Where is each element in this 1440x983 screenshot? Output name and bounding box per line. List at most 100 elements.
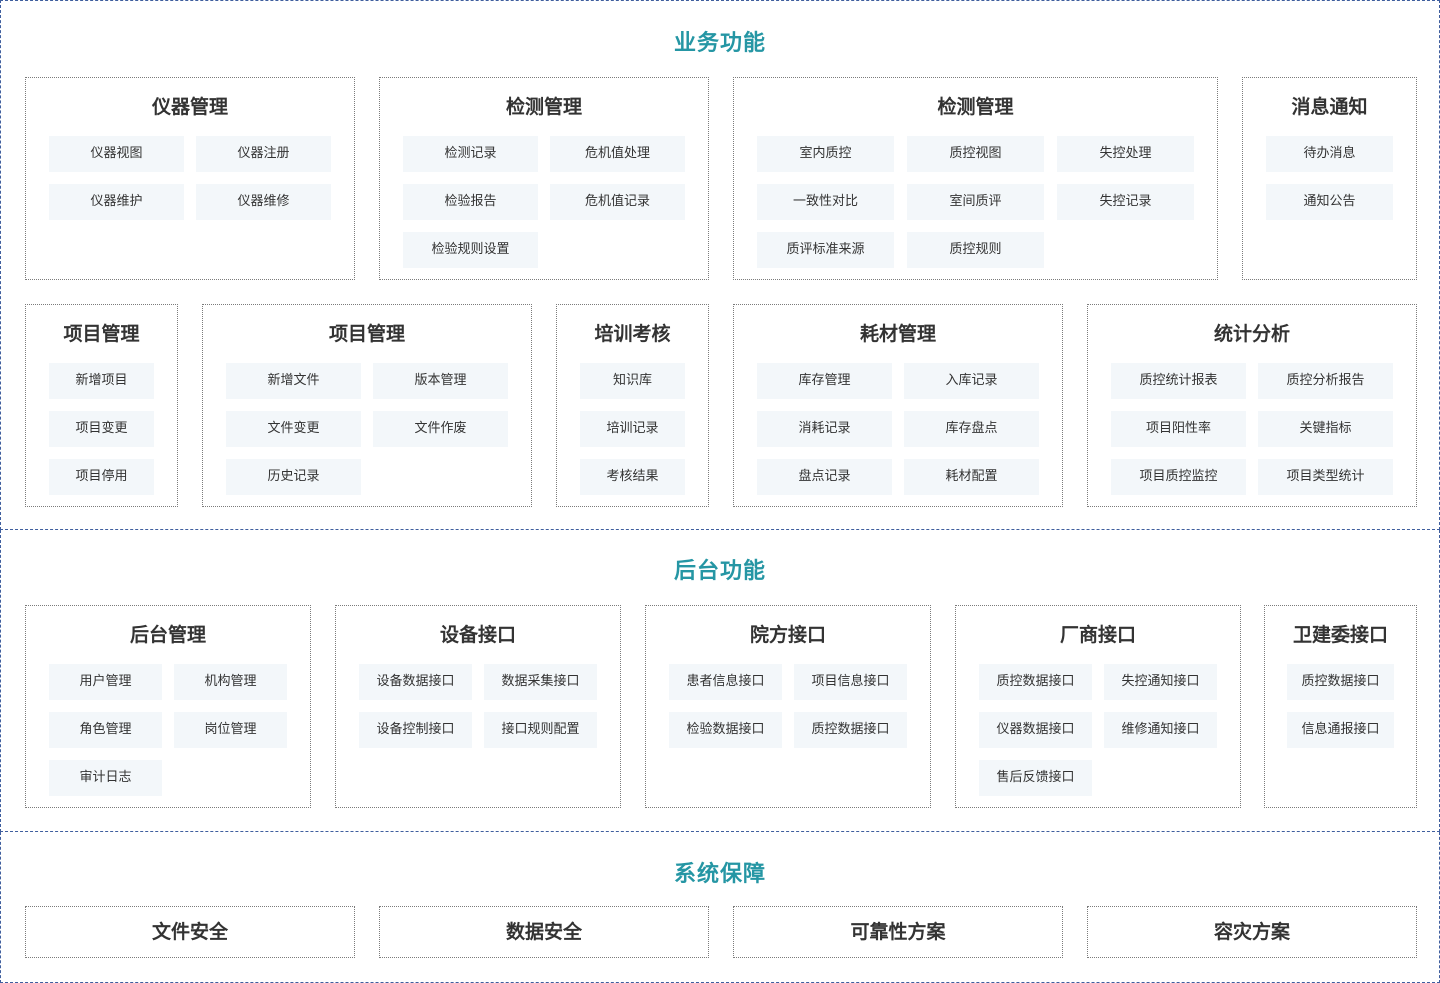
item-out-of-control-record[interactable]: 失控记录	[1057, 184, 1194, 220]
item-instrument-maintain[interactable]: 仪器维护	[49, 184, 184, 220]
item-qc-view[interactable]: 质控视图	[907, 136, 1044, 172]
module-backend-management: 后台管理 用户管理 机构管理 角色管理 岗位管理 审计日志	[25, 605, 311, 808]
item-device-data-interface[interactable]: 设备数据接口	[359, 664, 472, 700]
module-notifications: 消息通知 待办消息 通知公告	[1242, 77, 1417, 280]
item-reliability-plan[interactable]: 可靠性方案	[733, 906, 1063, 958]
module-title: 消息通知	[1291, 96, 1368, 118]
module-instrument-management: 仪器管理 仪器视图 仪器注册 仪器维护 仪器维修	[25, 77, 355, 280]
item-count-record[interactable]: 盘点记录	[757, 459, 892, 495]
item-instrument-repair[interactable]: 仪器维修	[196, 184, 331, 220]
business-section: 业务功能 仪器管理 仪器视图 仪器注册 仪器维护 仪器维修 检测管理 检测记录 …	[0, 0, 1440, 530]
item-project-type-statistics[interactable]: 项目类型统计	[1258, 459, 1393, 495]
item-instrument-view[interactable]: 仪器视图	[49, 136, 184, 172]
module-title: 厂商接口	[1059, 624, 1136, 646]
item-project-change[interactable]: 项目变更	[49, 411, 154, 447]
item-stock-in-record[interactable]: 入库记录	[904, 363, 1039, 399]
module-statistics-analysis: 统计分析 质控统计报表 质控分析报告 项目阳性率 关键指标 项目质控监控 项目类…	[1087, 304, 1417, 507]
module-title: 培训考核	[594, 323, 671, 345]
item-training-record[interactable]: 培训记录	[580, 411, 685, 447]
module-quality-control: 检测管理 室内质控 质控视图 失控处理 一致性对比 室间质评 失控记录 质评标准…	[733, 77, 1218, 280]
item-qa-standard-source[interactable]: 质评标准来源	[757, 232, 894, 268]
item-inventory-count[interactable]: 库存盘点	[904, 411, 1039, 447]
item-inspection-report[interactable]: 检验报告	[403, 184, 538, 220]
item-announcements[interactable]: 通知公告	[1266, 184, 1393, 220]
item-out-of-control-notify-interface[interactable]: 失控通知接口	[1104, 664, 1217, 700]
item-repair-notify-interface[interactable]: 维修通知接口	[1104, 712, 1217, 748]
item-file-void[interactable]: 文件作废	[373, 411, 508, 447]
item-disaster-recovery-plan[interactable]: 容灾方案	[1087, 906, 1417, 958]
item-role-management[interactable]: 角色管理	[49, 712, 162, 748]
item-consumption-record[interactable]: 消耗记录	[757, 411, 892, 447]
module-title: 耗材管理	[859, 323, 936, 345]
item-file-security[interactable]: 文件安全	[25, 906, 355, 958]
item-inspection-data-interface[interactable]: 检验数据接口	[669, 712, 782, 748]
item-audit-log[interactable]: 审计日志	[49, 760, 162, 796]
backend-section-title: 后台功能	[673, 559, 766, 584]
item-assessment-result[interactable]: 考核结果	[580, 459, 685, 495]
item-project-positive-rate[interactable]: 项目阳性率	[1111, 411, 1246, 447]
module-title: 院方接口	[749, 624, 826, 646]
item-new-project[interactable]: 新增项目	[49, 363, 154, 399]
module-title: 卫建委接口	[1292, 624, 1388, 646]
module-document-management: 项目管理 新增文件 版本管理 文件变更 文件作废 历史记录	[202, 304, 532, 507]
item-patient-info-interface[interactable]: 患者信息接口	[669, 664, 782, 700]
item-vendor-qc-data-interface[interactable]: 质控数据接口	[979, 664, 1092, 700]
item-qc-rules[interactable]: 质控规则	[907, 232, 1044, 268]
module-project-management: 项目管理 新增项目 项目变更 项目停用	[25, 304, 178, 507]
module-title: 项目管理	[328, 323, 405, 345]
item-org-management[interactable]: 机构管理	[174, 664, 287, 700]
item-qc-analysis-report[interactable]: 质控分析报告	[1258, 363, 1393, 399]
module-detection-management: 检测管理 检测记录 危机值处理 检验报告 危机值记录 检验规则设置	[379, 77, 709, 280]
module-training-assessment: 培训考核 知识库 培训记录 考核结果	[556, 304, 709, 507]
item-consistency-comparison[interactable]: 一致性对比	[757, 184, 894, 220]
module-title: 仪器管理	[151, 96, 228, 118]
item-pending-messages[interactable]: 待办消息	[1266, 136, 1393, 172]
module-hospital-interface: 院方接口 患者信息接口 项目信息接口 检验数据接口 质控数据接口	[645, 605, 931, 808]
backend-section: 后台功能 后台管理 用户管理 机构管理 角色管理 岗位管理 审计日志 设备接口 …	[0, 530, 1440, 832]
item-project-disable[interactable]: 项目停用	[49, 459, 154, 495]
item-qc-data-interface[interactable]: 质控数据接口	[794, 712, 907, 748]
module-title: 项目管理	[63, 323, 140, 345]
item-info-report-interface[interactable]: 信息通报接口	[1287, 712, 1394, 748]
item-history[interactable]: 历史记录	[226, 459, 361, 495]
item-device-control-interface[interactable]: 设备控制接口	[359, 712, 472, 748]
system-section: 系统保障 文件安全 数据安全 可靠性方案 容灾方案	[0, 832, 1440, 983]
item-new-file[interactable]: 新增文件	[226, 363, 361, 399]
system-section-title: 系统保障	[673, 862, 766, 887]
item-key-indicators[interactable]: 关键指标	[1258, 411, 1393, 447]
item-critical-value-record[interactable]: 危机值记录	[550, 184, 685, 220]
business-section-title: 业务功能	[673, 31, 766, 56]
item-instrument-data-interface[interactable]: 仪器数据接口	[979, 712, 1092, 748]
item-internal-qc[interactable]: 室内质控	[757, 136, 894, 172]
module-title: 统计分析	[1213, 323, 1290, 345]
item-data-collection-interface[interactable]: 数据采集接口	[484, 664, 597, 700]
module-device-interface: 设备接口 设备数据接口 数据采集接口 设备控制接口 接口规则配置	[335, 605, 621, 808]
item-inspection-rule-settings[interactable]: 检验规则设置	[403, 232, 538, 268]
module-vendor-interface: 厂商接口 质控数据接口 失控通知接口 仪器数据接口 维修通知接口 售后反馈接口	[955, 605, 1241, 808]
module-title: 检测管理	[505, 96, 582, 118]
item-data-security[interactable]: 数据安全	[379, 906, 709, 958]
item-post-management[interactable]: 岗位管理	[174, 712, 287, 748]
module-title: 设备接口	[439, 624, 516, 646]
item-instrument-register[interactable]: 仪器注册	[196, 136, 331, 172]
item-inventory-management[interactable]: 库存管理	[757, 363, 892, 399]
item-project-qc-monitor[interactable]: 项目质控监控	[1111, 459, 1246, 495]
module-title: 检测管理	[937, 96, 1014, 118]
item-detection-record[interactable]: 检测记录	[403, 136, 538, 172]
module-title: 后台管理	[129, 624, 206, 646]
item-qc-statistics-report[interactable]: 质控统计报表	[1111, 363, 1246, 399]
item-user-management[interactable]: 用户管理	[49, 664, 162, 700]
item-after-sales-feedback-interface[interactable]: 售后反馈接口	[979, 760, 1092, 796]
item-knowledge-base[interactable]: 知识库	[580, 363, 685, 399]
item-project-info-interface[interactable]: 项目信息接口	[794, 664, 907, 700]
item-external-qa[interactable]: 室间质评	[907, 184, 1044, 220]
item-out-of-control-handling[interactable]: 失控处理	[1057, 136, 1194, 172]
module-health-commission-interface: 卫建委接口 质控数据接口 信息通报接口	[1264, 605, 1417, 808]
item-consumables-config[interactable]: 耗材配置	[904, 459, 1039, 495]
module-consumables-management: 耗材管理 库存管理 入库记录 消耗记录 库存盘点 盘点记录 耗材配置	[733, 304, 1063, 507]
item-commission-qc-data-interface[interactable]: 质控数据接口	[1287, 664, 1394, 700]
item-critical-value-handling[interactable]: 危机值处理	[550, 136, 685, 172]
item-interface-rule-config[interactable]: 接口规则配置	[484, 712, 597, 748]
item-file-change[interactable]: 文件变更	[226, 411, 361, 447]
item-version-management[interactable]: 版本管理	[373, 363, 508, 399]
